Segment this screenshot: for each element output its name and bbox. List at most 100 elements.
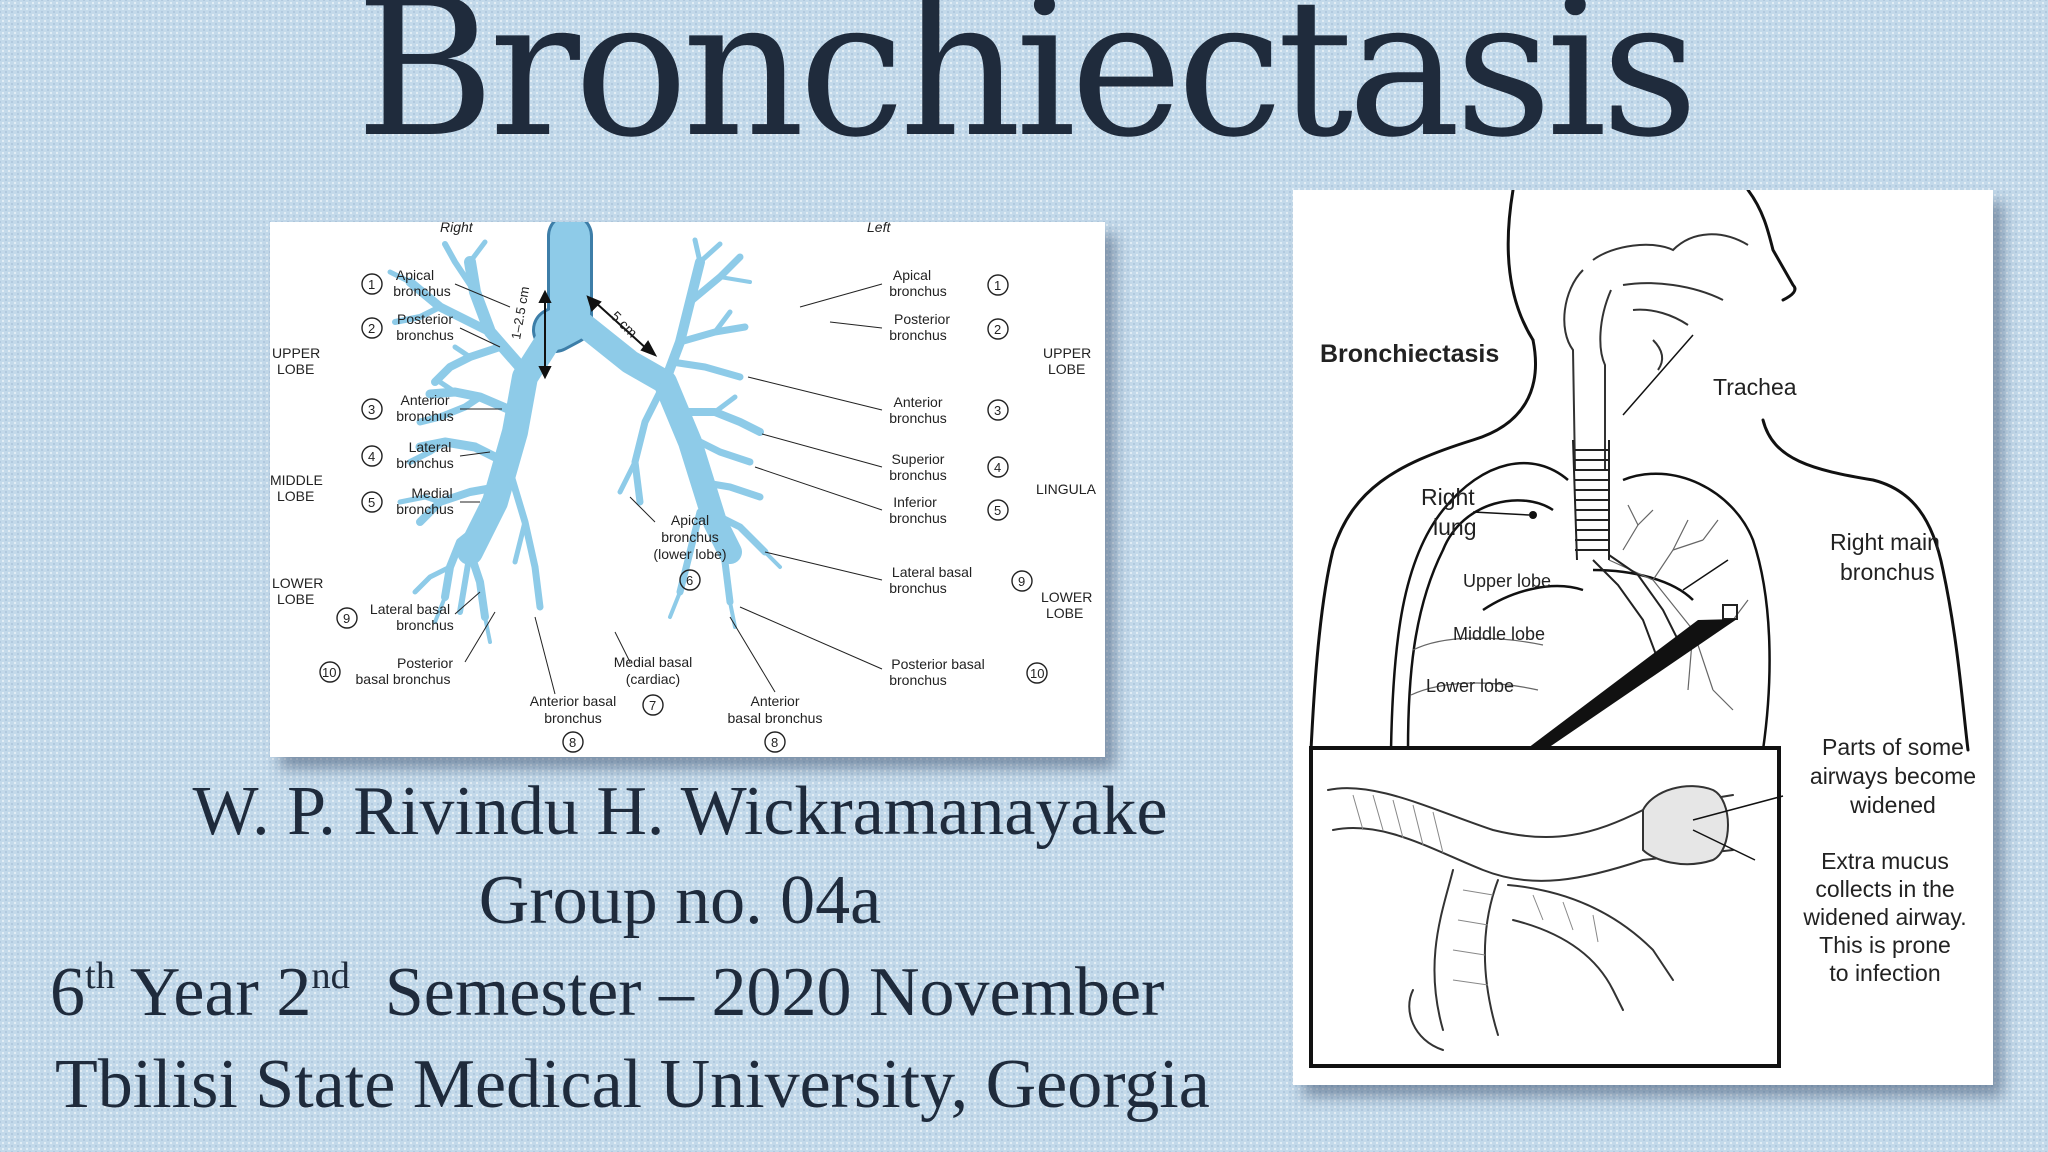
lobe-name: LOBE bbox=[277, 488, 314, 504]
segment-label: bronchus bbox=[393, 283, 451, 299]
lobe-fissures bbox=[1410, 637, 1544, 696]
segment-label: Lateral basal bbox=[892, 564, 972, 580]
segment-number: 10 bbox=[322, 665, 336, 680]
segment-number: 10 bbox=[1030, 666, 1044, 681]
right-lung-label: lung bbox=[1433, 514, 1476, 540]
segment-number: 1 bbox=[994, 278, 1001, 293]
lobe-name: MIDDLE bbox=[270, 472, 323, 488]
mucus-label: widened airway. bbox=[1802, 904, 1966, 930]
segment-label: Anterior bbox=[893, 394, 942, 410]
bronchial-tree-figure: 1–2.5 cm 5 cm Right Left UPPER LOBE MIDD… bbox=[270, 213, 1105, 757]
segment-label: basal bronchus bbox=[356, 671, 451, 687]
mucus-label: This is prone bbox=[1819, 932, 1951, 958]
right-lung-marker bbox=[1529, 511, 1537, 519]
segment-number: 9 bbox=[1018, 574, 1025, 589]
lobe-name: LOBE bbox=[1046, 605, 1083, 621]
segment-label: bronchus bbox=[889, 327, 947, 343]
segment-label: (lower lobe) bbox=[653, 546, 726, 562]
segment-label: bronchus bbox=[661, 529, 719, 545]
side-left-label: Left bbox=[867, 222, 891, 235]
segment-number: 2 bbox=[368, 321, 375, 336]
widened-label: widened bbox=[1849, 792, 1936, 818]
diagram-heading: Bronchiectasis bbox=[1320, 340, 1499, 368]
mucus-label: Extra mucus bbox=[1821, 848, 1949, 874]
segment-label: Posterior bbox=[397, 655, 453, 671]
inset-airway-texture bbox=[1352, 794, 1599, 986]
inset-airway bbox=[1327, 785, 1734, 1051]
lobe-name: LOBE bbox=[1048, 361, 1085, 377]
widened-label: airways become bbox=[1810, 763, 1976, 789]
zoom-connector bbox=[1528, 619, 1737, 748]
segment-label: Posterior basal bbox=[891, 656, 984, 672]
segment-label: bronchus bbox=[396, 617, 454, 633]
segment-number: 9 bbox=[343, 611, 350, 626]
callout-lines bbox=[1622, 334, 1784, 861]
segment-label: basal bronchus bbox=[728, 710, 823, 726]
semester-line: 6th Year 2nd Semester – 2020 November bbox=[50, 957, 1164, 1028]
segment-number: 6 bbox=[686, 573, 693, 588]
segment-number: 4 bbox=[368, 449, 375, 464]
segment-label: Anterior bbox=[400, 392, 449, 408]
segment-label: Medial bbox=[411, 485, 452, 501]
semester-rest: Semester – 2020 November bbox=[349, 953, 1165, 1031]
segment-label: Apical bbox=[396, 267, 434, 283]
lobe-name: LOBE bbox=[277, 361, 314, 377]
right-segment-labels: 1 Apical bronchus 2 Posterior bronchus 3… bbox=[319, 267, 511, 687]
author-name: W. P. Rivindu H. Wickramanayake bbox=[192, 773, 1168, 850]
segment-number: 5 bbox=[994, 503, 1001, 518]
upper-airway bbox=[1563, 233, 1749, 471]
segment-label: Lateral bbox=[409, 439, 452, 455]
side-right-label: Right bbox=[440, 222, 474, 235]
trachea-label: Trachea bbox=[1713, 374, 1797, 400]
upper-lobe-label: Upper lobe bbox=[1463, 571, 1551, 591]
main-bronchus bbox=[1592, 554, 1684, 661]
mucus-label: to infection bbox=[1829, 960, 1940, 986]
lung-airway-diagram: Bronchiectasis Trachea Right lung Upper … bbox=[1309, 188, 1976, 1068]
segment-label: (cardiac) bbox=[626, 671, 680, 687]
lobe-name: LOWER bbox=[272, 575, 323, 591]
zoom-marker bbox=[1722, 604, 1738, 620]
segment-number: 4 bbox=[994, 460, 1001, 475]
segment-label: bronchus bbox=[396, 501, 454, 517]
segment-label: bronchus bbox=[889, 672, 947, 688]
segment-label: bronchus bbox=[396, 327, 454, 343]
segment-number: 3 bbox=[368, 402, 375, 417]
left-segment-labels: Apical bronchus 1 Posterior bronchus 2 A… bbox=[739, 267, 1048, 688]
lower-lobe-label: Lower lobe bbox=[1426, 676, 1514, 696]
segment-number: 8 bbox=[569, 735, 576, 750]
segment-label: bronchus bbox=[889, 467, 947, 483]
segment-label: Anterior basal bbox=[530, 693, 616, 709]
semester-suffix: nd bbox=[311, 955, 350, 997]
center-segment-labels: Apical bronchus (lower lobe) 6 Medial ba… bbox=[530, 496, 823, 753]
university-name: Tbilisi State Medical University, Georgi… bbox=[55, 1046, 1210, 1123]
segment-label: Inferior bbox=[893, 494, 937, 510]
semester-year-suffix: th bbox=[85, 955, 115, 997]
segment-label: Lateral basal bbox=[370, 601, 450, 617]
segment-number: 5 bbox=[368, 495, 375, 510]
segment-label: bronchus bbox=[889, 580, 947, 596]
segment-label: bronchus bbox=[396, 408, 454, 424]
main-bronchus-label: bronchus bbox=[1840, 559, 1935, 585]
segment-number: 8 bbox=[771, 735, 778, 750]
segment-label: Posterior bbox=[894, 311, 950, 327]
lobe-name: UPPER bbox=[1043, 345, 1091, 361]
middle-lobe-label: Middle lobe bbox=[1453, 624, 1545, 644]
widened-label: Parts of some bbox=[1822, 734, 1964, 760]
group-number: Group no. 04a bbox=[478, 862, 882, 939]
body-outline bbox=[1309, 188, 1970, 1051]
measure-trachea-label: 1–2.5 cm bbox=[508, 285, 532, 340]
segment-label: Anterior bbox=[750, 693, 799, 709]
lobe-name: LOBE bbox=[277, 591, 314, 607]
lung-diagram-labels: Bronchiectasis Trachea Right lung Upper … bbox=[1320, 340, 1976, 986]
lobe-name: LOWER bbox=[1041, 589, 1092, 605]
segment-label: bronchus bbox=[396, 455, 454, 471]
lobe-name: UPPER bbox=[272, 345, 320, 361]
segment-label: Apical bbox=[671, 512, 709, 528]
trachea-rings bbox=[1572, 439, 1610, 561]
semester-mid: Year 2 bbox=[114, 953, 312, 1031]
segment-label: bronchus bbox=[889, 410, 947, 426]
lobe-name: LINGULA bbox=[1036, 481, 1097, 497]
right-lobe-names: UPPER LOBE MIDDLE LOBE LOWER LOBE bbox=[270, 345, 323, 607]
semester-year: 6 bbox=[50, 953, 85, 1031]
bronchial-tree-branches bbox=[387, 237, 782, 644]
